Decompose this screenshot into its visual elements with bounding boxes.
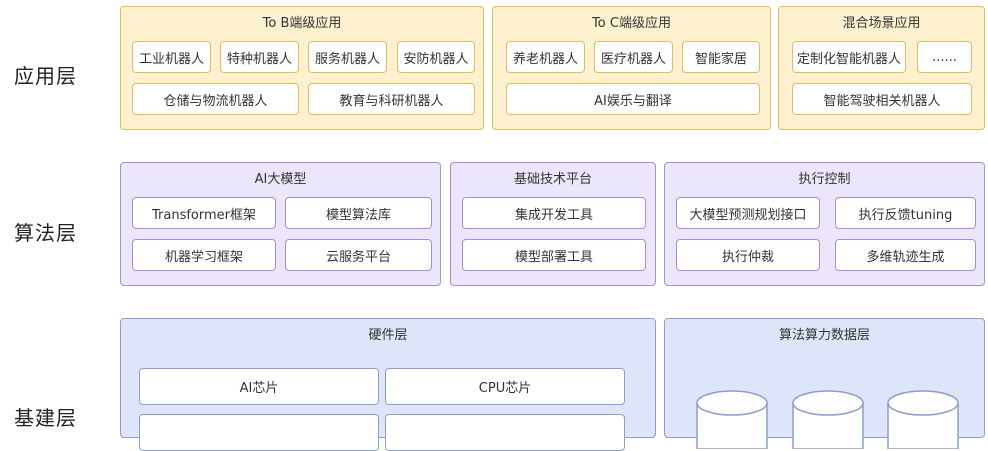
item-cloud-platform: 云服务平台 [285, 239, 432, 271]
group-title-data: 算法算力数据层 [778, 328, 870, 343]
item-ellipsis: ...... [917, 41, 972, 73]
item-warehouse-robot: 仓储与物流机器人 [132, 83, 299, 115]
group-toc: To C端级应用 养老机器人 医疗机器人 智能家居 AI娱乐与翻译 [492, 6, 771, 130]
layer-label-app: 应用层 [14, 64, 77, 88]
item-education-robot: 教育与科研机器人 [308, 83, 475, 115]
database-icon-2 [791, 389, 865, 449]
group-title-platform: 基础技术平台 [513, 172, 592, 187]
group-title-hardware: 硬件层 [368, 328, 408, 343]
group-platform: 基础技术平台 集成开发工具 模型部署工具 [450, 162, 656, 286]
item-industrial-robot: 工业机器人 [132, 41, 211, 73]
database-icon-1 [695, 389, 769, 449]
item-security-robot: 安防机器人 [397, 41, 475, 73]
database-icon-3 [886, 389, 960, 449]
group-data: 算法算力数据层 [664, 318, 985, 449]
item-trajectory: 多维轨迹生成 [835, 239, 976, 271]
group-title-toc: To C端级应用 [592, 16, 671, 31]
item-planning-interface: 大模型预测规划接口 [676, 197, 820, 229]
item-service-robot: 服务机器人 [308, 41, 387, 73]
item-ml-framework: 机器学习框架 [132, 239, 276, 271]
group-tob: To B端级应用 工业机器人 特种机器人 服务机器人 安防机器人 仓储与物流机器… [120, 6, 484, 130]
item-cpu-chip: CPU芯片 [385, 368, 625, 405]
group-llm: AI大模型 Transformer框架 模型算法库 机器学习框架 云服务平台 [120, 162, 441, 286]
item-ai-chip: AI芯片 [139, 368, 379, 405]
layer-label-infra: 基建层 [14, 406, 77, 430]
item-ide-tools: 集成开发工具 [462, 197, 646, 229]
item-hardware-3 [139, 414, 379, 451]
item-driving-robot: 智能驾驶相关机器人 [792, 83, 972, 115]
item-custom-robot: 定制化智能机器人 [792, 41, 906, 73]
item-smart-home: 智能家居 [682, 41, 760, 73]
item-deploy-tools: 模型部署工具 [462, 239, 646, 271]
item-elderly-robot: 养老机器人 [506, 41, 585, 73]
layer-label-algo: 算法层 [14, 221, 77, 245]
item-medical-robot: 医疗机器人 [594, 41, 673, 73]
group-hardware: 硬件层 AI芯片 CPU芯片 [120, 318, 656, 451]
group-title-mixed: 混合场景应用 [842, 16, 921, 31]
group-title-llm: AI大模型 [254, 172, 307, 187]
item-transformer: Transformer框架 [132, 197, 276, 229]
item-feedback-tuning: 执行反馈tuning [835, 197, 976, 229]
group-control: 执行控制 大模型预测规划接口 执行反馈tuning 执行仲裁 多维轨迹生成 [664, 162, 985, 286]
item-special-robot: 特种机器人 [220, 41, 299, 73]
group-title-tob: To B端级应用 [262, 16, 342, 31]
item-arbitration: 执行仲裁 [676, 239, 820, 271]
item-ai-entertainment: AI娱乐与翻译 [506, 83, 760, 115]
group-title-control: 执行控制 [798, 172, 851, 187]
item-model-library: 模型算法库 [285, 197, 432, 229]
group-mixed: 混合场景应用 定制化智能机器人 ...... 智能驾驶相关机器人 [778, 6, 985, 130]
item-hardware-4 [385, 414, 625, 451]
